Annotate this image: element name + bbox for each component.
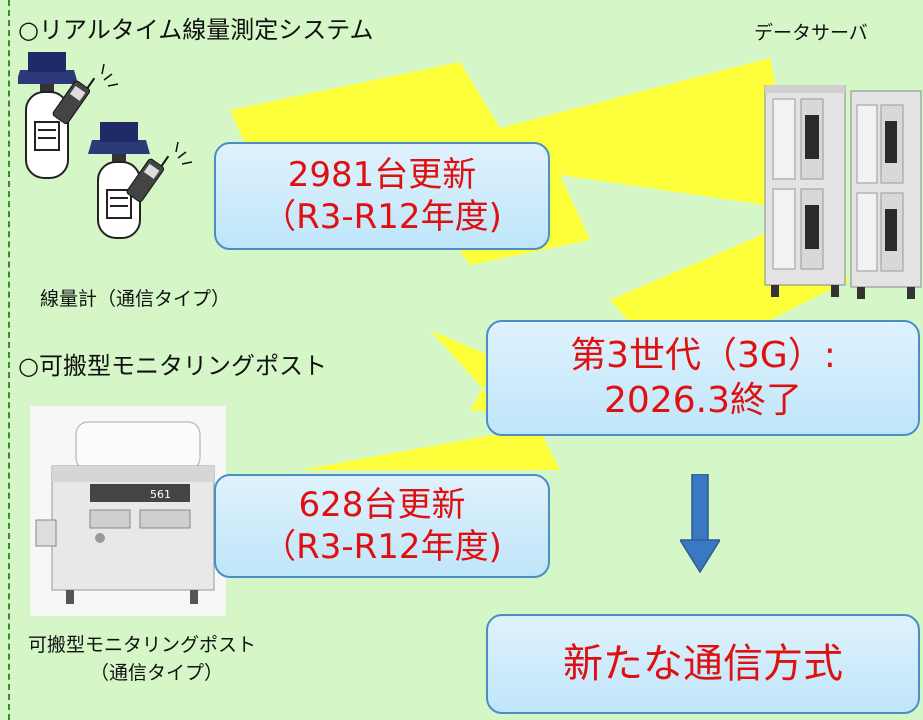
dosimeter-icons (18, 52, 193, 239)
dosimeter-icon-2 (88, 122, 150, 239)
callout-new-communication: 新たな通信方式 (486, 614, 920, 714)
server-rack-icons (764, 85, 922, 299)
portable-monitoring-post-photo: 561 (30, 406, 226, 616)
dosimeter-label: 線量計（通信タイプ） (40, 288, 231, 310)
mobile-phone-icon-1 (52, 77, 96, 125)
server-label: データサーバ (754, 22, 868, 44)
callout-portable-line1: 628台更新 (298, 484, 466, 525)
section-title-portable: ○可搬型モニタリングポスト (18, 352, 327, 380)
callout-new-line1: 新たな通信方式 (563, 641, 843, 687)
callout-portable-update: 628台更新 （R3-R12年度) (214, 474, 550, 578)
server-rack-1 (764, 85, 846, 297)
lightning-bolt-lower-tail (430, 330, 540, 430)
callout-3g-line2: 2026.3終了 (604, 380, 802, 421)
callout-dosimeter-line2: （R3-R12年度) (262, 197, 502, 237)
callout-3g-end: 第3世代（3G）: 2026.3終了 (486, 320, 920, 436)
callout-dosimeter-update: 2981台更新 （R3-R12年度) (214, 142, 550, 250)
mobile-phone-icon-2 (126, 155, 170, 203)
lightning-bolt-lower (300, 225, 850, 470)
portable-caption-line2: （通信タイプ） (90, 662, 224, 684)
server-rack-2 (850, 90, 922, 299)
left-dashed-border (0, 0, 10, 720)
callout-portable-line2: （R3-R12年度) (262, 527, 502, 567)
portable-caption-line1: 可搬型モニタリングポスト (28, 634, 257, 656)
device-panel-number: 561 (150, 488, 171, 501)
section-title-realtime: ○リアルタイム線量測定システム (18, 16, 374, 44)
dosimeter-icon-1 (18, 52, 78, 179)
callout-dosimeter-line1: 2981台更新 (287, 154, 477, 195)
callout-3g-line1: 第3世代（3G）: (570, 335, 836, 376)
down-arrow-icon (680, 474, 720, 574)
